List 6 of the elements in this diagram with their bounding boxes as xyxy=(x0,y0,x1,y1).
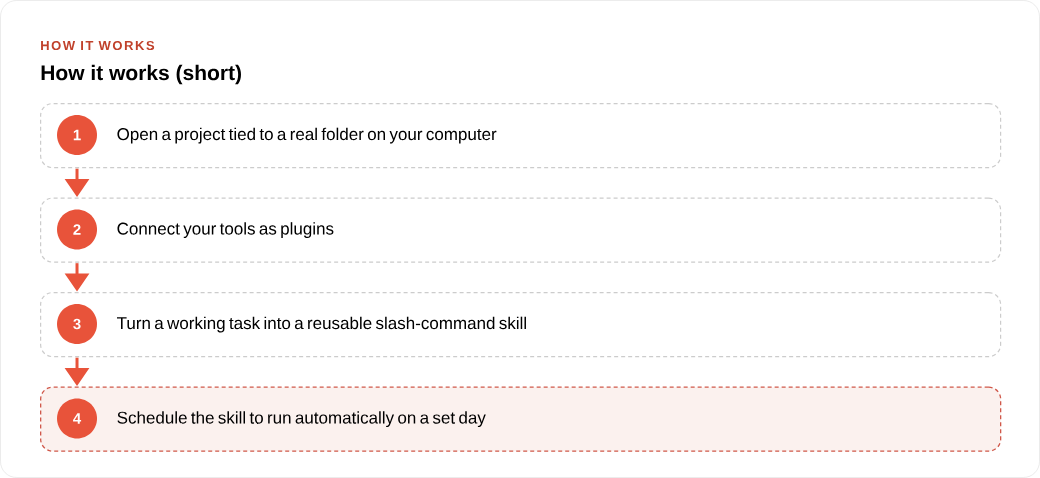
heading: How it works (short) xyxy=(41,64,241,85)
step-number: 4 xyxy=(57,398,97,439)
kicker-text: HOW IT WORKS xyxy=(41,40,155,51)
step-number: 1 xyxy=(57,115,97,155)
step-number: 3 xyxy=(57,304,97,344)
step-number: 2 xyxy=(57,209,97,250)
